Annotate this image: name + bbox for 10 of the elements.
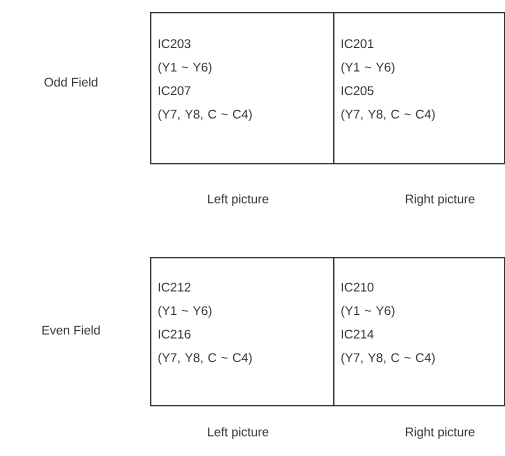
table-cell: IC210 (Y1 ~ Y6) IC214 (Y7, Y8, C ~ C4) xyxy=(333,257,505,406)
table-cell: IC201 (Y1 ~ Y6) IC205 (Y7, Y8, C ~ C4) xyxy=(333,12,505,164)
table-cell: IC203 (Y1 ~ Y6) IC207 (Y7, Y8, C ~ C4) xyxy=(150,12,334,164)
table-cell: IC212 (Y1 ~ Y6) IC216 (Y7, Y8, C ~ C4) xyxy=(150,257,334,406)
column-label: Right picture xyxy=(406,194,475,206)
row-label: Even Field xyxy=(42,325,100,335)
column-label: Left picture xyxy=(208,194,268,206)
column-label: Left picture xyxy=(208,427,268,439)
row-label: Odd Field xyxy=(44,77,98,87)
column-label: Right picture xyxy=(406,427,475,439)
